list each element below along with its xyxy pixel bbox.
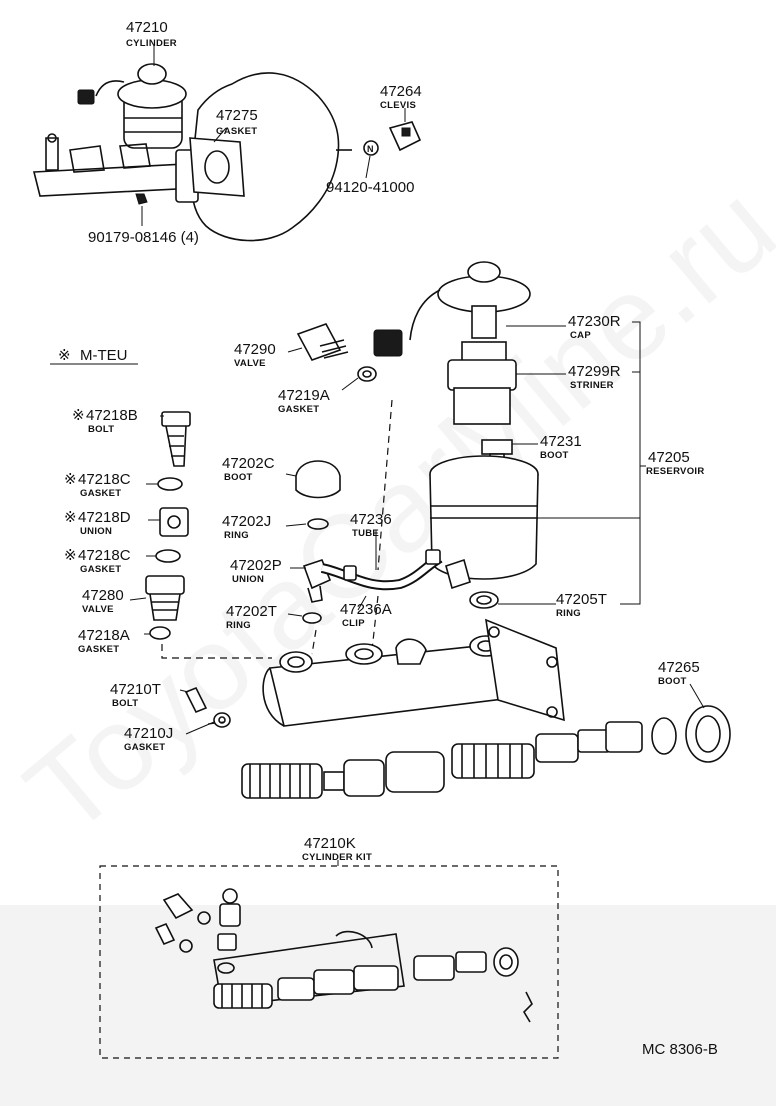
bottom-band xyxy=(0,905,776,1106)
reservoir-group xyxy=(373,261,539,609)
assembly-overview: N xyxy=(32,63,422,242)
label-47218D-name: UNION xyxy=(80,526,112,537)
label-47210J-name: GASKET xyxy=(124,742,165,753)
label-47218C-1-name: GASKET xyxy=(80,488,121,499)
label-47275-num: 47275 xyxy=(216,107,258,124)
label-47231-name: BOOT xyxy=(540,450,569,461)
label-47230R-name: CAP xyxy=(570,330,591,341)
label-47210J-num: 47210J xyxy=(124,725,173,742)
svg-text:N: N xyxy=(367,144,374,154)
cylinder-kit-parts xyxy=(154,888,533,1023)
label-47264-name: CLEVIS xyxy=(380,100,416,111)
label-47236-num: 47236 xyxy=(350,511,392,528)
footer-reference: MC 8306-B xyxy=(642,1041,718,1058)
tube-assembly xyxy=(320,549,471,591)
label-47218D-num: 47218D xyxy=(78,509,131,526)
label-47218D-mark: ※ xyxy=(64,509,77,526)
label-47202C-num: 47202C xyxy=(222,455,275,472)
label-47290-num: 47290 xyxy=(234,341,276,358)
label-47218B-num: 47218B xyxy=(86,407,138,424)
label-47218C-2-name: GASKET xyxy=(80,564,121,575)
label-47231-num: 47231 xyxy=(540,433,582,450)
label-90179-num: 90179-08146 (4) xyxy=(88,229,199,246)
label-94120-num: 94120-41000 xyxy=(326,179,414,196)
label-47280-name: VALVE xyxy=(82,604,114,615)
label-47236A-name: CLIP xyxy=(342,618,365,629)
label-47219A-num: 47219A xyxy=(278,387,330,404)
label-47236A-num: 47236A xyxy=(340,601,392,618)
label-47205T-num: 47205T xyxy=(556,591,607,608)
label-47210T-num: 47210T xyxy=(110,681,161,698)
cylinder-kit-box xyxy=(99,865,559,1059)
label-47202T-name: RING xyxy=(226,620,251,631)
label-47205-name: RESERVOIR xyxy=(646,466,705,477)
label-47275-name: GASKET xyxy=(216,126,257,137)
label-47218C-1-mark: ※ xyxy=(64,471,77,488)
label-47210T-name: BOLT xyxy=(112,698,138,709)
label-47290-name: VALVE xyxy=(234,358,266,369)
label-47218C-1-num: 47218C xyxy=(78,471,131,488)
label-47218C-2-num: 47218C xyxy=(78,547,131,564)
label-47202C-name: BOOT xyxy=(224,472,253,483)
label-47202J-name: RING xyxy=(224,530,249,541)
label-47265-num: 47265 xyxy=(658,659,700,676)
label-47218B-mark: ※ xyxy=(72,407,85,424)
label-47210-name: CYLINDER xyxy=(126,38,177,49)
legend-mark: ※ xyxy=(58,347,71,364)
label-47202T-num: 47202T xyxy=(226,603,277,620)
label-47280-num: 47280 xyxy=(82,587,124,604)
label-47264-num: 47264 xyxy=(380,83,422,100)
label-47218C-2-mark: ※ xyxy=(64,547,77,564)
legend-text: M-TEU xyxy=(80,347,128,364)
label-47218B-name: BOLT xyxy=(88,424,114,435)
label-47230R-num: 47230R xyxy=(568,313,621,330)
piston-spring-row xyxy=(241,705,731,799)
label-47210-num: 47210 xyxy=(126,19,168,36)
label-47265-name: BOOT xyxy=(658,676,687,687)
label-47205-num: 47205 xyxy=(648,449,690,466)
label-47219A-name: GASKET xyxy=(278,404,319,415)
label-47210K-name: CYLINDER KIT xyxy=(302,852,372,863)
label-47218A-num: 47218A xyxy=(78,627,130,644)
label-47210K-num: 47210K xyxy=(304,835,356,852)
label-47202J-num: 47202J xyxy=(222,513,271,530)
label-47299R-name: STRINER xyxy=(570,380,614,391)
label-47299R-num: 47299R xyxy=(568,363,621,380)
label-47205T-name: RING xyxy=(556,608,581,619)
master-cylinder-body xyxy=(262,618,565,727)
label-47236-name: TUBE xyxy=(352,528,379,539)
label-47202P-num: 47202P xyxy=(230,557,282,574)
label-47218A-name: GASKET xyxy=(78,644,119,655)
label-47202P-name: UNION xyxy=(232,574,264,585)
